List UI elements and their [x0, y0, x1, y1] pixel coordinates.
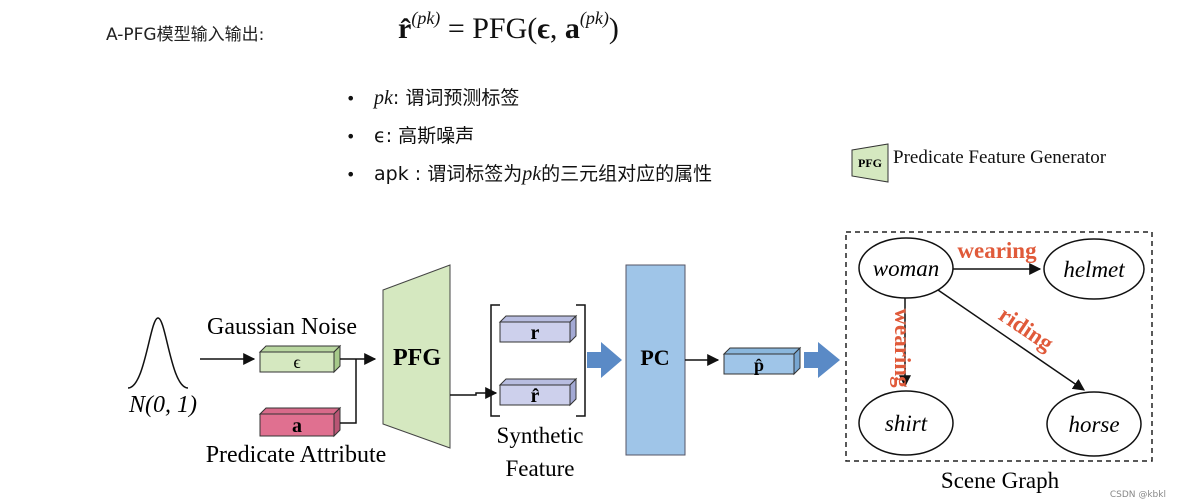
- bullet-text: 高斯噪声: [398, 125, 475, 147]
- pc-label: PC: [640, 345, 669, 370]
- noise-box-label: ϵ: [293, 352, 300, 372]
- formula-attr-sup: (pk): [579, 8, 609, 28]
- feature-rhat-box: r̂: [498, 377, 578, 407]
- formula-lhs: r̂: [398, 12, 412, 45]
- formula-equals: = PFG(: [440, 12, 538, 45]
- predicate-attribute-label: Predicate Attribute: [206, 442, 387, 468]
- left-bracket: [490, 304, 500, 417]
- attribute-box: a: [258, 406, 342, 438]
- formula-eps: ϵ: [537, 12, 550, 45]
- scene-graph-label: Scene Graph: [941, 468, 1060, 493]
- node-woman-label: woman: [873, 256, 939, 281]
- distribution-label: N(0, 1): [128, 392, 197, 418]
- bullet-text: 谓词预测标签: [405, 87, 520, 109]
- node-woman: woman: [858, 237, 954, 299]
- edge-label-wearing-shirt: wearing: [890, 308, 915, 388]
- formula-attr: a: [564, 12, 580, 45]
- bullet-symbol: pk: [374, 87, 393, 109]
- bullet-text: 谓词标签为: [427, 163, 523, 185]
- bullet-dot-icon: •: [346, 127, 356, 146]
- edge-label-wearing-helmet: wearing: [957, 238, 1037, 263]
- connector-attribute-to-pfg: [340, 359, 357, 424]
- bullet-inline-symbol: pk: [522, 163, 542, 185]
- legend-text: Predicate Feature Generator: [893, 147, 1107, 168]
- attribute-box-label: a: [292, 415, 302, 437]
- legend-badge-icon: PFG: [851, 143, 889, 183]
- edge-woman-horse: [937, 289, 1085, 391]
- feature-label: Feature: [506, 456, 575, 481]
- node-shirt: shirt: [858, 390, 954, 456]
- bullet-symbol: ϵ: [374, 125, 386, 147]
- pfg-label: PFG: [393, 345, 441, 371]
- right-bracket: [576, 304, 586, 417]
- formula-lhs-sup: (pk): [411, 8, 441, 28]
- gaussian-noise-label: Gaussian Noise: [207, 314, 357, 340]
- arrow-pfg-to-feature: [450, 387, 498, 399]
- node-helmet-label: helmet: [1063, 257, 1125, 282]
- legend-badge-label: PFG: [858, 156, 882, 170]
- header-label: A-PFG模型输入输出:: [106, 25, 265, 45]
- formula: r̂(pk) = PFG(ϵ, a(pk)): [398, 8, 619, 46]
- formula-close: ): [608, 12, 619, 45]
- node-horse-label: horse: [1068, 412, 1119, 437]
- feature-r-box: r: [498, 314, 578, 344]
- feature-r-label: r: [531, 322, 540, 344]
- formula-comma: ,: [549, 12, 565, 45]
- bullet-dot-icon: •: [346, 89, 356, 108]
- bullet-item: • pk: 谓词预测标签: [346, 84, 712, 122]
- bullet-sep: :: [408, 163, 428, 185]
- bullet-item: • apk : 谓词标签为pk的三元组对应的属性: [346, 160, 712, 198]
- feature-rhat-label: r̂: [531, 385, 540, 407]
- bullet-list: •pk: 谓词预测标签 •ϵ: 高斯噪声 •apk : 谓词标签为pk的三元组对…: [346, 84, 712, 198]
- pfg-block: [382, 264, 451, 449]
- bullet-sep: :: [385, 125, 399, 147]
- watermark: CSDN @kbkl: [1109, 490, 1166, 500]
- prediction-box: p̂: [722, 346, 802, 376]
- node-horse: horse: [1046, 391, 1142, 457]
- bullet-text: 的三元组对应的属性: [541, 163, 713, 185]
- synthetic-label: Synthetic: [497, 423, 584, 448]
- arrow-feature-to-pc: [587, 342, 622, 378]
- bullet-dot-icon: •: [346, 165, 356, 184]
- bullet-item: • ϵ: 高斯噪声: [346, 122, 712, 160]
- gaussian-curve-icon: [127, 317, 189, 389]
- node-shirt-label: shirt: [885, 411, 928, 436]
- scene-graph-frame: [845, 231, 1153, 462]
- node-helmet: helmet: [1043, 238, 1145, 300]
- prediction-box-label: p̂: [754, 355, 764, 375]
- bullet-sep: :: [392, 87, 406, 109]
- bullet-symbol: apk: [374, 163, 409, 185]
- edge-label-riding: riding: [994, 302, 1058, 357]
- noise-box: ϵ: [258, 344, 342, 374]
- arrow-p-to-scene: [804, 342, 840, 378]
